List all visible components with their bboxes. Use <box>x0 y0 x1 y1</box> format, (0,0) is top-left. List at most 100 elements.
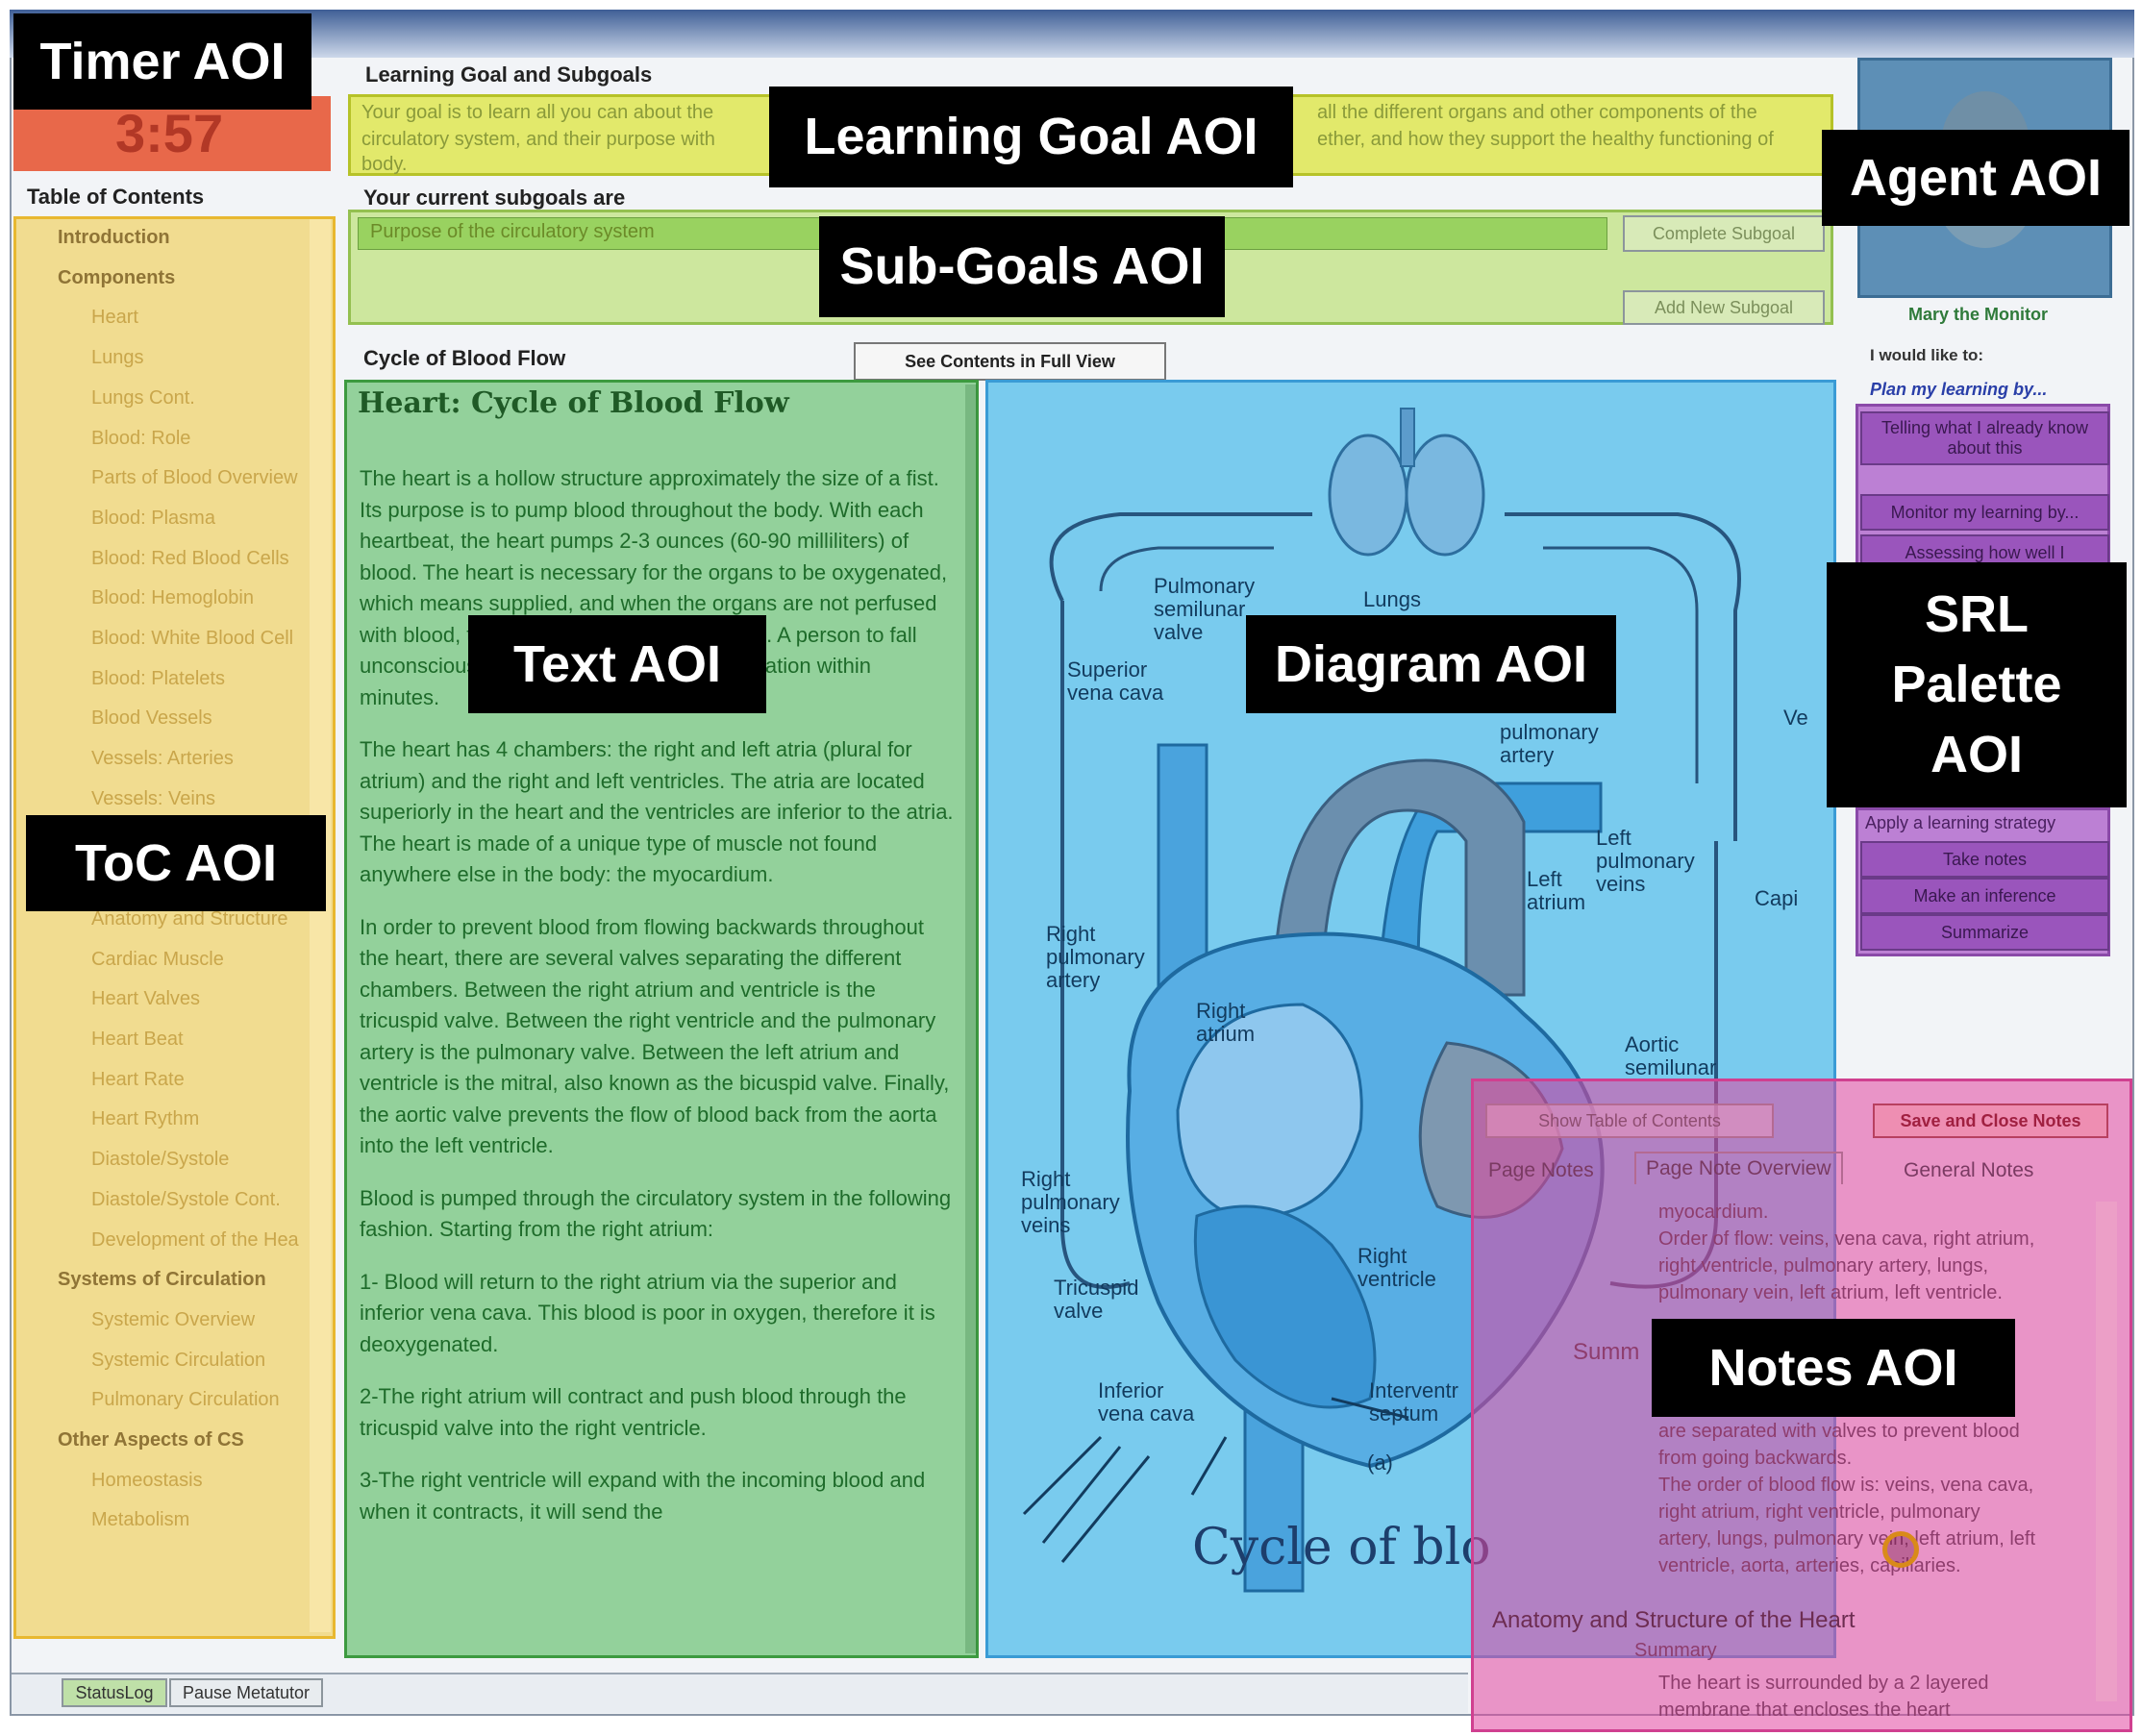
toc-item[interactable]: Diastole/Systole <box>91 1149 230 1170</box>
note-line: pulmonary vein, left atrium, left ventri… <box>1658 1282 2003 1303</box>
content-page-title: Cycle of Blood Flow <box>363 346 566 370</box>
agent-name: Mary the Monitor <box>1908 305 2049 324</box>
toc-item[interactable]: Heart Beat <box>91 1029 184 1050</box>
timer-aoi-label: Timer AOI <box>13 13 311 110</box>
toc-item[interactable]: Pulmonary Circulation <box>91 1389 280 1410</box>
note-anatomy-heading: Anatomy and Structure of the Heart <box>1492 1607 1856 1633</box>
diagram-label-aortic-semilunar: Aortic semilunar <box>1625 1032 1717 1079</box>
toc-item[interactable]: Blood: White Blood Cell <box>91 628 294 649</box>
toc-panel <box>13 216 336 1639</box>
subgoals-heading: Your current subgoals are <box>363 186 626 210</box>
diagram-label-right-pulmonary-veins: Right pulmonary veins <box>1021 1167 1120 1237</box>
toc-item[interactable]: Blood: Platelets <box>91 668 225 689</box>
learning-goal-text-1b: all the different organs and other compo… <box>1317 102 1757 123</box>
tab-page-notes[interactable]: Page Notes <box>1488 1159 1594 1181</box>
text-paragraph: 2-The right atrium will contract and pus… <box>360 1384 907 1440</box>
toc-item[interactable]: Other Aspects of CS <box>58 1429 244 1451</box>
complete-subgoal-button[interactable]: Complete Subgoal <box>1623 215 1825 252</box>
status-log-button[interactable]: StatusLog <box>62 1678 167 1707</box>
diagram-label-septum: Interventr septum <box>1369 1378 1458 1426</box>
toc-item[interactable]: Diastole/Systole Cont. <box>91 1189 281 1210</box>
toc-item[interactable]: Introduction <box>58 227 170 248</box>
show-toc-button[interactable]: Show Table of Contents <box>1485 1104 1774 1138</box>
diagram-aoi-label: Diagram AOI <box>1246 615 1616 713</box>
toc-item[interactable]: Cardiac Muscle <box>91 949 224 970</box>
pause-metatutor-button[interactable]: Pause Metatutor <box>169 1678 323 1707</box>
toc-item[interactable]: Heart <box>91 307 138 328</box>
srl-palette-aoi-label: SRL Palette AOI <box>1827 562 2127 807</box>
diagram-label-inferior-vena-cava: Inferior vena cava <box>1098 1378 1195 1426</box>
diagram-label-pulmonary-valve: Pulmonary semilunar valve <box>1154 574 1256 644</box>
learning-goal-text-2b: ether, and how they support the healthy … <box>1317 129 1774 150</box>
toc-item[interactable]: Metabolism <box>91 1509 190 1530</box>
toc-item[interactable]: Systemic Circulation <box>91 1350 266 1371</box>
learning-goal-aoi-label: Learning Goal AOI <box>769 87 1293 187</box>
note-line: right atrium, right ventricle, pulmonary <box>1658 1501 1980 1523</box>
learning-goal-heading: Learning Goal and Subgoals <box>365 62 653 87</box>
palette-strategy-label: Apply a learning strategy <box>1865 813 2056 832</box>
diagram-label-side-ve: Ve <box>1783 706 1808 730</box>
toc-item[interactable]: Lungs <box>91 347 144 368</box>
palette-button-prior-knowledge[interactable]: Telling what I already know about this <box>1860 411 2109 465</box>
srl-label-line: AOI <box>1930 725 2023 783</box>
full-view-button[interactable]: See Contents in Full View <box>854 342 1166 381</box>
palette-button-monitor[interactable]: Monitor my learning by... <box>1860 494 2109 531</box>
text-panel <box>344 380 979 1658</box>
text-paragraph: In order to prevent blood from flowing b… <box>360 914 950 1158</box>
palette-button-summarize[interactable]: Summarize <box>1860 914 2109 951</box>
toc-item[interactable]: Systems of Circulation <box>58 1269 266 1290</box>
save-close-notes-button[interactable]: Save and Close Notes <box>1873 1104 2108 1138</box>
add-new-subgoal-button[interactable]: Add New Subgoal <box>1623 290 1825 325</box>
toc-scrollbar[interactable] <box>310 219 331 1632</box>
toc-item[interactable]: Parts of Blood Overview <box>91 467 298 488</box>
toc-item[interactable]: Blood: Plasma <box>91 508 215 529</box>
diagram-label-panel: (a) <box>1367 1451 1393 1475</box>
timer-value: 3:57 <box>115 103 224 163</box>
note-line: from going backwards. <box>1658 1448 1853 1469</box>
learning-goal-text-2a: circulatory system, and their purpose wi… <box>361 129 715 150</box>
diagram-label-left-pulmonary-veins: Left pulmonary veins <box>1596 826 1695 896</box>
tab-page-note-overview[interactable]: Page Note Overview <box>1634 1152 1843 1184</box>
note-line: The order of blood flow is: veins, vena … <box>1658 1475 2034 1496</box>
text-paragraph: Blood is pumped through the circulatory … <box>360 1185 952 1242</box>
diagram-label-left-atrium: Left atrium <box>1527 867 1586 914</box>
diagram-label-right-atrium: Right atrium <box>1196 999 1256 1046</box>
toc-item[interactable]: Heart Valves <box>91 988 201 1009</box>
agent-aoi-label: Agent AOI <box>1822 130 2130 226</box>
agent-prompt: I would like to: <box>1870 346 1984 364</box>
toc-item[interactable]: Blood: Red Blood Cells <box>91 548 289 569</box>
plan-learning-link[interactable]: Plan my learning by... <box>1870 380 2048 399</box>
note-line: Order of flow: veins, vena cava, right a… <box>1658 1228 2035 1250</box>
text-title: Heart: Cycle of Blood Flow <box>358 386 789 420</box>
text-aoi-label: Text AOI <box>468 615 766 713</box>
palette-button-make-inference[interactable]: Make an inference <box>1860 878 2109 914</box>
notes-scrollbar[interactable] <box>2096 1202 2117 1701</box>
toc-item[interactable]: Heart Rythm <box>91 1108 200 1129</box>
learning-goal-text-3: body. <box>361 154 408 175</box>
notes-aoi-label: Notes AOI <box>1652 1319 2015 1417</box>
toc-item[interactable]: Heart Rate <box>91 1069 185 1090</box>
gaze-cursor-icon <box>1882 1531 1919 1568</box>
toc-item[interactable]: Lungs Cont. <box>91 387 195 409</box>
diagram-label-right-pulmonary-artery: Right pulmonary artery <box>1046 922 1145 992</box>
toc-item[interactable]: Systemic Overview <box>91 1309 256 1330</box>
toc-item[interactable]: Vessels: Veins <box>91 788 215 809</box>
tab-general-notes[interactable]: General Notes <box>1904 1159 2034 1181</box>
note-line: right ventricle, pulmonary artery, lungs… <box>1658 1255 1989 1277</box>
note-line: membrane that encloses the heart <box>1658 1699 1951 1721</box>
toc-aoi-label: ToC AOI <box>26 815 326 911</box>
palette-button-take-notes[interactable]: Take notes <box>1860 841 2109 878</box>
srl-label-line: SRL <box>1925 585 2029 644</box>
toc-item[interactable]: Homeostasis <box>91 1470 203 1491</box>
learning-goal-text-1a: Your goal is to learn all you can about … <box>361 102 714 123</box>
text-panel-scrollbar[interactable] <box>965 384 977 1653</box>
toc-item[interactable]: Vessels: Arteries <box>91 748 234 769</box>
toc-item[interactable]: Blood Vessels <box>91 707 212 729</box>
toc-item[interactable]: Development of the Hea <box>91 1229 299 1251</box>
toc-item[interactable]: Anatomy and Structure <box>91 908 288 930</box>
toc-item[interactable]: Components <box>58 267 176 288</box>
toc-item[interactable]: Blood: Hemoglobin <box>91 587 254 608</box>
toc-item[interactable]: Blood: Role <box>91 428 191 449</box>
diagram-label-lungs: Lungs <box>1363 587 1421 611</box>
